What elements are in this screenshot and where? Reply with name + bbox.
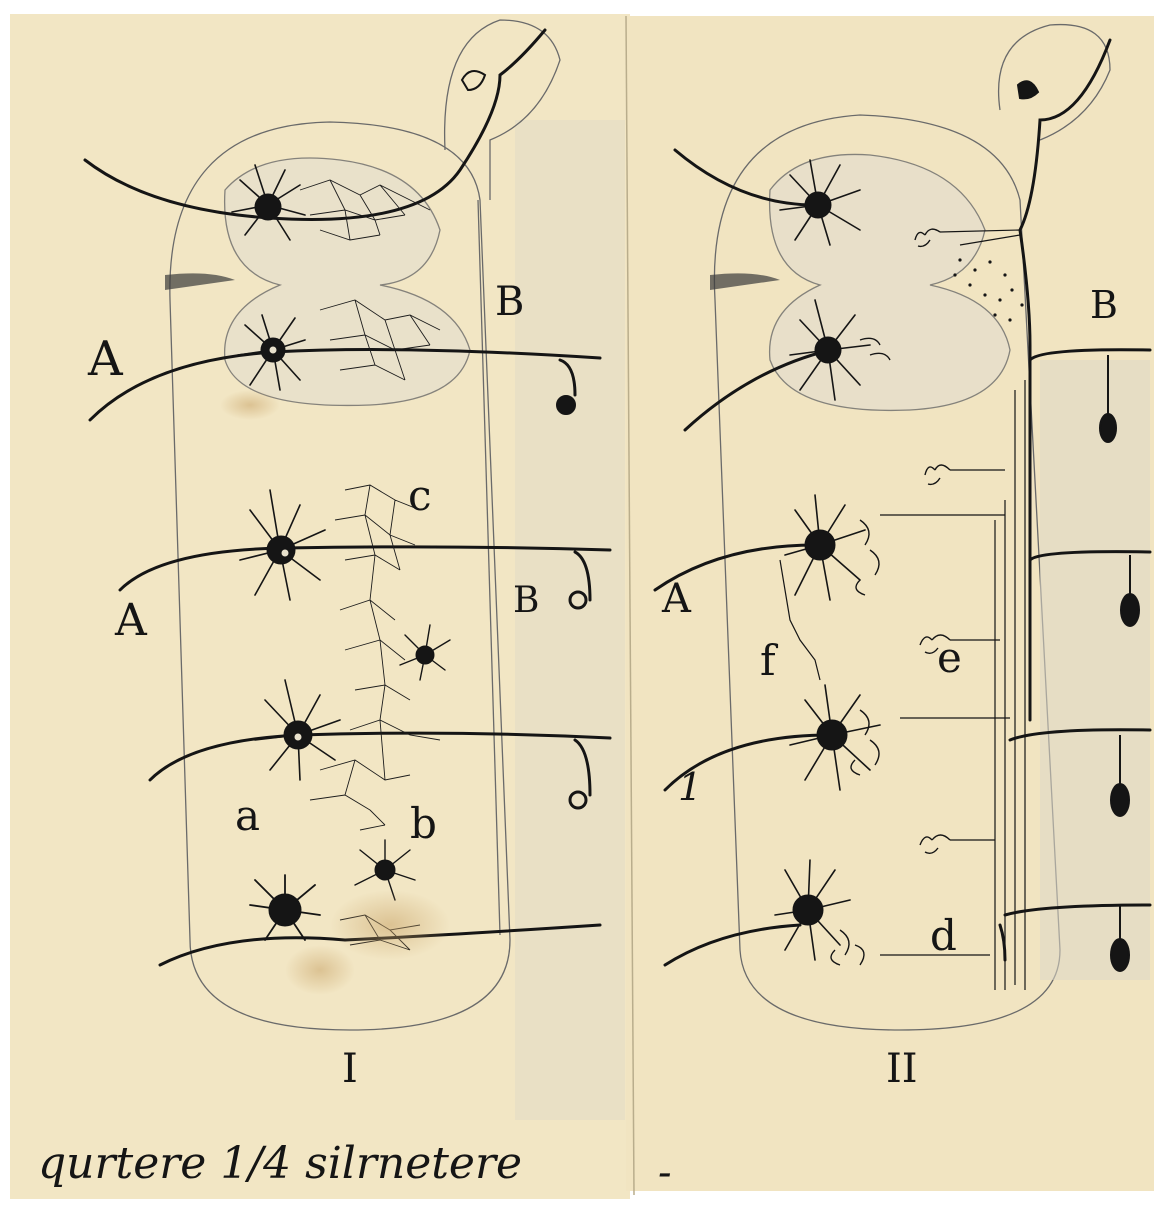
label-A-lower-one: A (114, 595, 148, 646)
label-B-upper-one: B (495, 279, 524, 325)
panel-one-numeral: I (342, 1046, 358, 1092)
label-b-one: b (410, 799, 437, 848)
panel-two-numeral: II (886, 1046, 918, 1092)
pencil-shading-right (1040, 360, 1150, 980)
label-a-one: a (235, 791, 260, 840)
label-one-two: 1 (678, 765, 702, 809)
label-A-two: A (661, 576, 692, 622)
label-A-upper-one: A (87, 331, 124, 387)
label-d-two: d (930, 911, 957, 960)
label-e-two: e (937, 633, 962, 682)
label-B-lower-one: B (513, 580, 539, 621)
stain-mark-1 (330, 890, 450, 960)
label-B-two: B (1090, 283, 1118, 327)
stain-mark-3 (220, 390, 280, 420)
handwritten-caption: qurtere 1/4 silrnetere (38, 1138, 522, 1189)
label-c-one: c (408, 471, 432, 520)
stain-mark-2 (285, 945, 355, 995)
caption-dash: - (658, 1150, 672, 1196)
